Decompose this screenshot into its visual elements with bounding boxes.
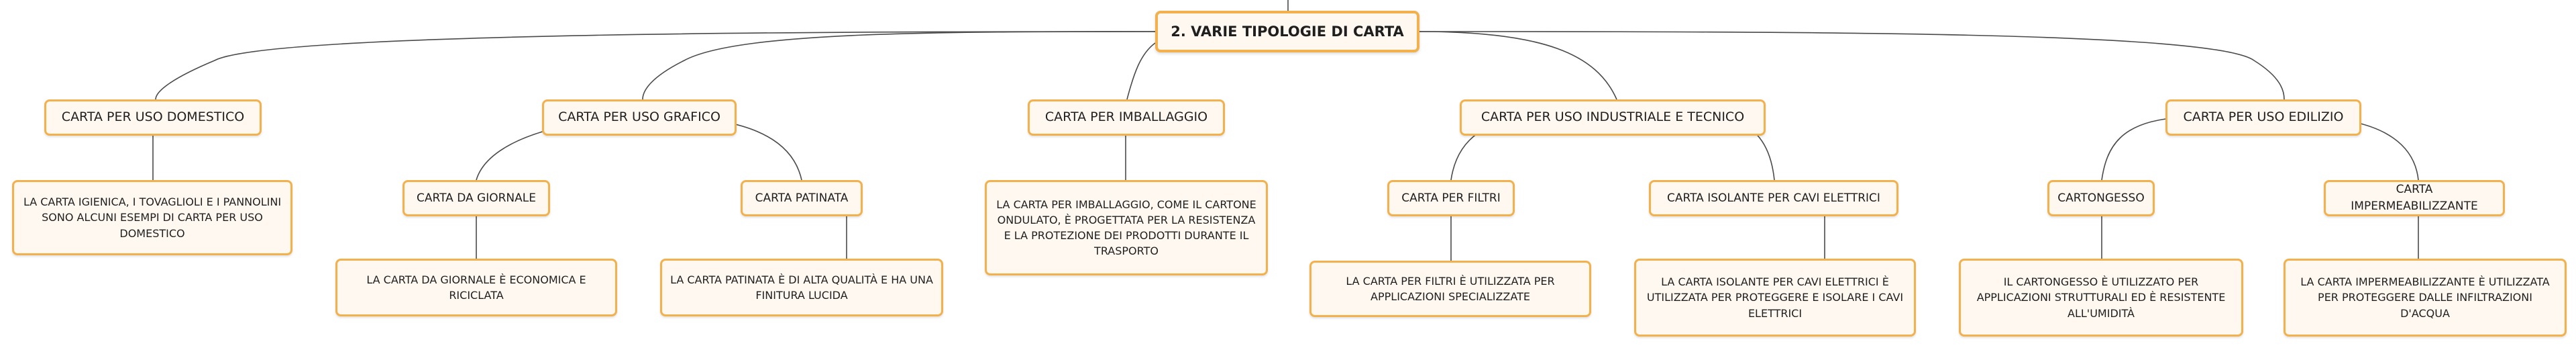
subcategory-patinata[interactable]: CARTA PATINATA — [741, 180, 863, 216]
subcategory-filtri[interactable]: CARTA PER FILTRI — [1387, 180, 1515, 216]
desc-isolante[interactable]: LA CARTA ISOLANTE PER CAVI ELETTRICI È U… — [1634, 259, 1916, 337]
subcategory-cartongesso[interactable]: CARTONGESSO — [2047, 180, 2155, 216]
desc-cartongesso[interactable]: IL CARTONGESSO È UTILIZZATO PER APPLICAZ… — [1959, 259, 2243, 337]
root-node[interactable]: 2. VARIE TIPOLOGIE DI CARTA — [1155, 11, 1419, 52]
edge-root-imballaggio — [1126, 42, 1156, 100]
desc-impermeabilizzante[interactable]: LA CARTA IMPERMEABILIZZANTE È UTILIZZATA… — [2284, 259, 2567, 337]
desc-giornale[interactable]: LA CARTA DA GIORNALE È ECONOMICA E RICIC… — [335, 259, 617, 316]
category-imballaggio[interactable]: CARTA PER IMBALLAGGIO — [1028, 99, 1225, 136]
edge-root-industriale — [1419, 31, 1617, 100]
subcategory-isolante[interactable]: CARTA ISOLANTE PER CAVI ELETTRICI — [1649, 180, 1898, 216]
category-industriale[interactable]: CARTA PER USO INDUSTRIALE E TECNICO — [1460, 99, 1766, 136]
subcategory-impermeabilizzante[interactable]: CARTA IMPERMEABILIZZANTE — [2324, 180, 2505, 216]
edge-edilizio-cartongesso — [2101, 117, 2181, 181]
desc-imballaggio[interactable]: LA CARTA PER IMBALLAGGIO, COME IL CARTON… — [985, 180, 1268, 275]
desc-patinata[interactable]: LA CARTA PATINATA È DI ALTA QUALITÀ E HA… — [660, 259, 943, 316]
edge-root-grafico — [642, 31, 1156, 100]
desc-filtri[interactable]: LA CARTA PER FILTRI È UTILIZZATA PER APP… — [1309, 261, 1591, 317]
edge-root-edilizio — [1419, 31, 2285, 100]
category-edilizio[interactable]: CARTA PER USO EDILIZIO — [2165, 99, 2361, 136]
desc-domestico[interactable]: LA CARTA IGIENICA, I TOVAGLIOLI E I PANN… — [12, 180, 292, 255]
subcategory-giornale[interactable]: CARTA DA GIORNALE — [402, 180, 550, 216]
category-domestico[interactable]: CARTA PER USO DOMESTICO — [44, 99, 262, 136]
edge-root-domestico — [155, 31, 1156, 100]
category-grafico[interactable]: CARTA PER USO GRAFICO — [542, 99, 737, 136]
